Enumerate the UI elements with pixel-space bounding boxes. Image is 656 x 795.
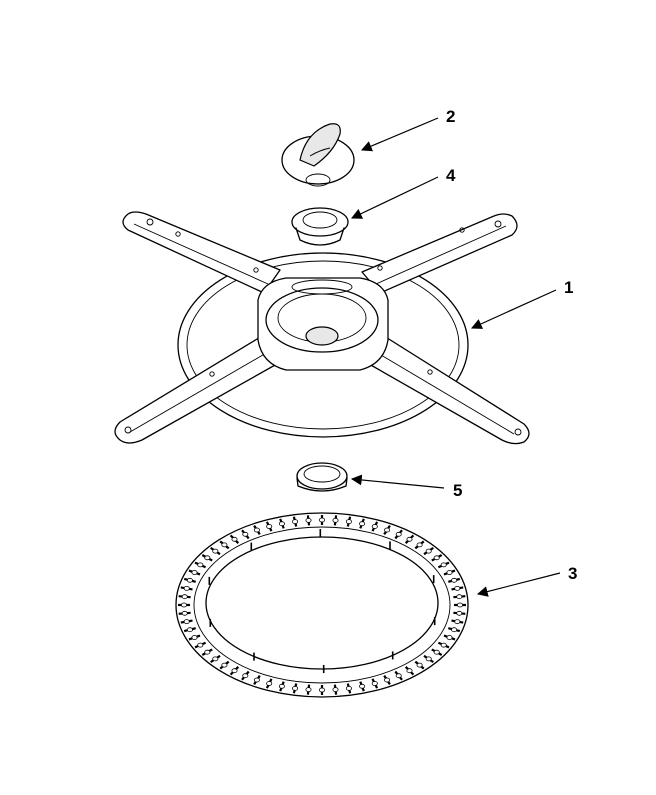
leader-line-1	[471, 289, 557, 329]
ring-tooth-hole	[433, 555, 440, 561]
callout-2: 2	[446, 107, 455, 126]
spray-arm-upper-right	[361, 213, 518, 294]
ring-tooth-hole	[212, 548, 219, 554]
leader-line-4	[351, 176, 439, 219]
ring-tooth-hole	[231, 536, 238, 542]
ring-tooth-hole	[183, 619, 190, 624]
ring-tooth-hole	[197, 562, 204, 568]
ring-tooth-hole	[359, 521, 366, 527]
ring-tooth-hole	[221, 542, 228, 548]
spray-arm-hub	[257, 277, 389, 371]
ring-tooth-hole	[266, 681, 273, 686]
ring-tooth-hole	[186, 627, 193, 633]
ring-tooth-hole	[456, 594, 463, 600]
spray-arm-cap	[281, 123, 355, 187]
ring-tooth-hole	[384, 677, 391, 683]
ring-tooth-hole	[292, 686, 299, 691]
ring-tooth-hole	[212, 656, 219, 662]
ring-tooth-hole	[231, 668, 238, 674]
ring-tooth-hole	[318, 517, 325, 523]
spray-arm-upper-left	[122, 211, 281, 294]
ring-tooth-hole	[318, 687, 325, 693]
ring-tooth-hole	[191, 635, 198, 640]
ring-tooth-hole	[181, 594, 188, 600]
ring-tooth-hole	[406, 668, 413, 674]
ring-tooth-hole	[266, 524, 273, 529]
leader-line-3	[476, 572, 561, 597]
ring-tooth-hole	[292, 519, 299, 524]
ring-tooth-hole	[278, 683, 285, 689]
ring-tooth-hole	[197, 642, 204, 648]
callout-3: 3	[568, 564, 577, 583]
ring-tooth-hole	[451, 577, 458, 583]
ring-tooth-hole	[332, 687, 339, 692]
ring-tooth-hole	[204, 555, 211, 561]
ring-tooth-hole	[181, 610, 188, 616]
ring-tooth-hole	[345, 686, 352, 691]
ring-posts	[208, 529, 436, 673]
support-ring	[296, 462, 348, 492]
ring-tooth-hole	[425, 656, 432, 662]
ring-tooth-hole	[395, 673, 402, 679]
ring-tooth-hole	[433, 649, 440, 655]
ring-tooth-hole	[305, 518, 312, 523]
leader-line-5	[350, 474, 445, 489]
ring-tooth-hole	[253, 677, 260, 683]
ring-tooth-hole	[242, 673, 249, 679]
ring-tooth-hole	[454, 586, 461, 591]
ring-tooth-hole	[221, 662, 228, 668]
ring-tooth-hole	[425, 548, 432, 554]
ring-tooth-hole	[446, 570, 453, 575]
ring-tooth-hole	[180, 602, 187, 608]
ring-tooth-hole	[242, 531, 249, 537]
spray-arm-assembly	[114, 211, 530, 445]
ring-tooth-hole	[446, 635, 453, 640]
ring-tooth-hole	[440, 562, 447, 568]
callout-5: 5	[453, 481, 462, 500]
ring-tooth-hole	[345, 519, 352, 524]
ring-tooth-hole	[359, 683, 366, 689]
ring-tooth-hole	[406, 536, 413, 542]
ring-tooth-hole	[416, 542, 423, 548]
ring-tooth-hole	[384, 527, 391, 533]
leader-line-2	[361, 117, 439, 152]
ring-tooth-hole	[183, 586, 190, 591]
ring-tooth-hole	[278, 521, 285, 527]
ring-tooth-hole	[371, 524, 378, 529]
ring-tooth-hole	[191, 570, 198, 575]
ring-tooth-hole	[253, 527, 260, 533]
spray-arm-lower-left	[114, 335, 285, 444]
callout-4: 4	[446, 166, 456, 185]
ring-tooth-hole	[395, 531, 402, 537]
spray-arm-lower-right	[361, 335, 530, 445]
ring-tooth-hole	[456, 610, 463, 616]
ring-tooth-hole	[204, 649, 211, 655]
ring-tooth-hole	[305, 687, 312, 692]
callout-1: 1	[564, 278, 573, 297]
ring-tooth-hole	[456, 602, 463, 608]
ring-teeth	[178, 515, 466, 695]
bearing-seal	[291, 207, 349, 246]
ring-tooth-hole	[440, 642, 447, 648]
spray-arm-manifold-ring	[175, 512, 469, 698]
ring-tooth-hole	[332, 518, 339, 523]
ring-tooth-hole	[371, 681, 378, 686]
ring-tooth-hole	[416, 662, 423, 668]
ring-tooth-hole	[454, 619, 461, 624]
ring-tooth-hole	[186, 577, 193, 583]
ring-tooth-hole	[451, 627, 458, 633]
